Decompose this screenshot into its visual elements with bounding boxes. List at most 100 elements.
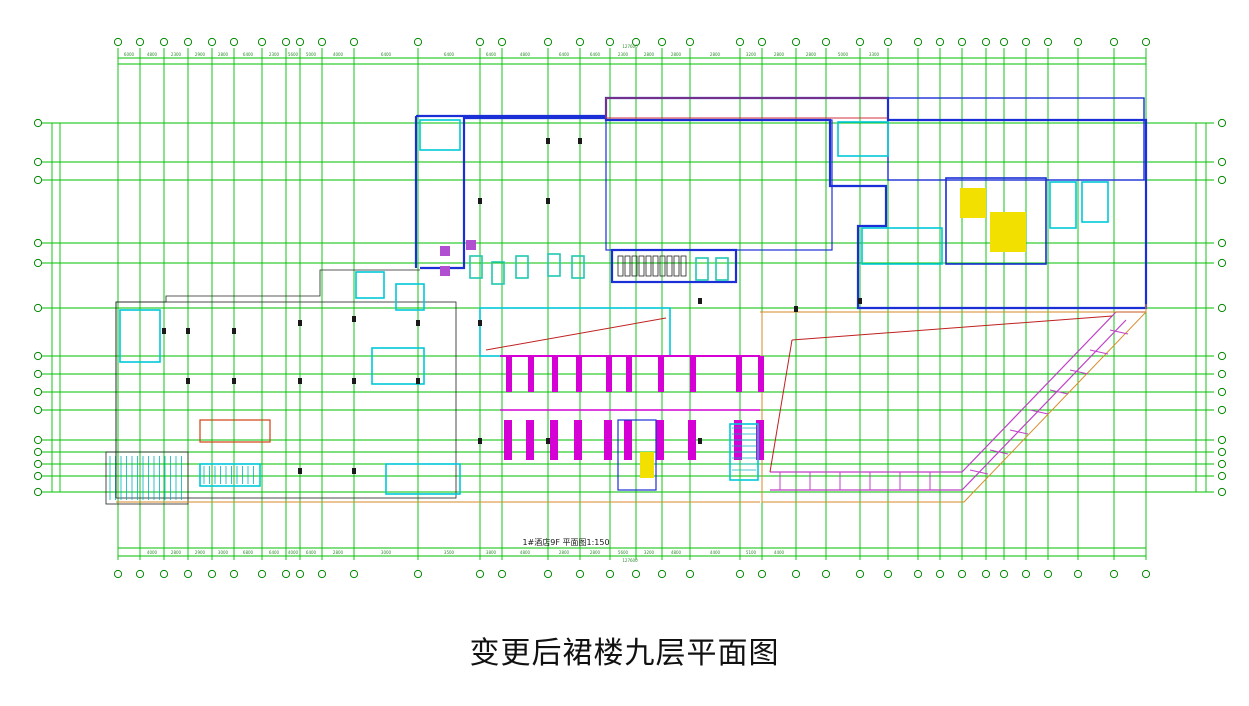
axis-bubble-left xyxy=(33,238,43,248)
dimension-text-bottom: 4400 xyxy=(710,550,721,555)
purple-block xyxy=(466,240,476,250)
axis-bubble-bottom xyxy=(317,569,327,579)
axis-bubble-left xyxy=(33,303,43,313)
axis-bubble-right xyxy=(1217,459,1227,469)
room-cyan-bottom xyxy=(385,463,461,495)
dimension-text-top: 2300 xyxy=(171,52,182,57)
axis-bubble-right xyxy=(1217,387,1227,397)
axis-bubble-left xyxy=(33,351,43,361)
axis-bubble-left xyxy=(33,487,43,497)
parking-slot xyxy=(638,255,645,277)
axis-bubble-left xyxy=(33,157,43,167)
overall-dimension-top: 127600 xyxy=(622,44,638,49)
dimension-text-bottom: 2800 xyxy=(333,550,344,555)
dimension-text-bottom: 3800 xyxy=(486,550,497,555)
structural-column xyxy=(478,320,482,326)
magenta-pier xyxy=(526,420,534,460)
truss-member xyxy=(1069,369,1089,375)
parking-slot xyxy=(652,255,659,277)
lower-corridor-box xyxy=(479,307,671,357)
axis-bubble-right xyxy=(1217,258,1227,268)
dimension-text-bottom: 3500 xyxy=(444,550,455,555)
parking-slot xyxy=(624,255,631,277)
axis-grid xyxy=(33,37,1227,579)
dimension-text-bottom: 3000 xyxy=(218,550,229,555)
dimension-text-top: 5000 xyxy=(306,52,317,57)
axis-bubble-right xyxy=(1217,157,1227,167)
axis-bubble-left xyxy=(33,118,43,128)
axis-bubble-bottom xyxy=(475,569,485,579)
structural-column xyxy=(546,198,550,204)
structural-column xyxy=(858,298,862,304)
purple-block xyxy=(440,246,450,256)
axis-bubble-bottom xyxy=(631,569,641,579)
right-upper-block xyxy=(887,97,1145,181)
axis-bubble-bottom xyxy=(821,569,831,579)
structural-column xyxy=(416,320,420,326)
axis-bubble-top xyxy=(657,37,667,47)
drawing-caption: 变更后裙楼九层平面图 xyxy=(469,636,780,671)
axis-bubble-top xyxy=(1043,37,1053,47)
magenta-pier xyxy=(758,356,764,392)
column-fixture xyxy=(695,257,709,281)
axis-bubble-bottom xyxy=(957,569,967,579)
dimension-text-bottom: 4400 xyxy=(774,550,785,555)
axis-bubble-top xyxy=(475,37,485,47)
top-red-band xyxy=(605,97,889,119)
purple-block xyxy=(440,266,450,276)
axis-bubble-top xyxy=(1073,37,1083,47)
structural-column xyxy=(546,138,550,144)
structural-column xyxy=(186,378,190,384)
magenta-pier xyxy=(606,356,612,392)
structural-column xyxy=(298,378,302,384)
axis-bubble-bottom xyxy=(735,569,745,579)
magenta-pier xyxy=(506,356,512,392)
axis-bubble-bottom xyxy=(207,569,217,579)
building-outline xyxy=(105,96,1148,505)
dimension-text-bottom: 3200 xyxy=(644,550,655,555)
truss-member xyxy=(1109,329,1129,335)
axis-bubble-right xyxy=(1217,369,1227,379)
dimension-text-top: 3300 xyxy=(869,52,880,57)
magenta-pier xyxy=(658,356,664,392)
structural-column xyxy=(478,198,482,204)
drawing-label: 1#酒店9F 平面图1:150 xyxy=(522,537,609,547)
dimension-text-top: 2800 xyxy=(671,52,682,57)
axis-bubble-top xyxy=(575,37,585,47)
left-stair-area xyxy=(105,451,189,505)
truss-member xyxy=(1009,429,1029,435)
axis-bubble-top xyxy=(735,37,745,47)
core-box xyxy=(945,177,1047,265)
dimension-text-top: 6400 xyxy=(486,52,497,57)
axis-bubble-right xyxy=(1217,303,1227,313)
truss-member xyxy=(1089,349,1109,355)
parking-slot xyxy=(645,255,652,277)
axis-bubble-bottom xyxy=(295,569,305,579)
truss-member xyxy=(989,449,1009,455)
axis-bubble-bottom xyxy=(605,569,615,579)
axis-bubble-bottom xyxy=(935,569,945,579)
room-top-left xyxy=(419,119,461,151)
column-fixture xyxy=(715,257,729,281)
core-room xyxy=(1049,181,1077,229)
axis-bubble-bottom xyxy=(757,569,767,579)
axis-bubble-bottom xyxy=(1141,569,1151,579)
axis-bubble-top xyxy=(413,37,423,47)
truss-member xyxy=(1049,389,1069,395)
axis-bubble-bottom xyxy=(855,569,865,579)
axis-bubble-top xyxy=(1141,37,1151,47)
dimension-text-bottom: 2800 xyxy=(171,550,182,555)
dimension-text-bottom: 2800 xyxy=(559,550,570,555)
dimension-text-bottom: 4800 xyxy=(520,550,531,555)
axis-bubble-top xyxy=(855,37,865,47)
axis-bubble-top xyxy=(135,37,145,47)
axis-bubble-bottom xyxy=(229,569,239,579)
truss-member xyxy=(1029,409,1049,415)
parking-slot xyxy=(617,255,624,277)
axis-bubble-bottom xyxy=(791,569,801,579)
structural-column xyxy=(298,320,302,326)
structural-column xyxy=(352,468,356,474)
axis-bubble-top xyxy=(317,37,327,47)
dimension-text-top: 6400 xyxy=(381,52,392,57)
red-edge xyxy=(769,339,793,473)
